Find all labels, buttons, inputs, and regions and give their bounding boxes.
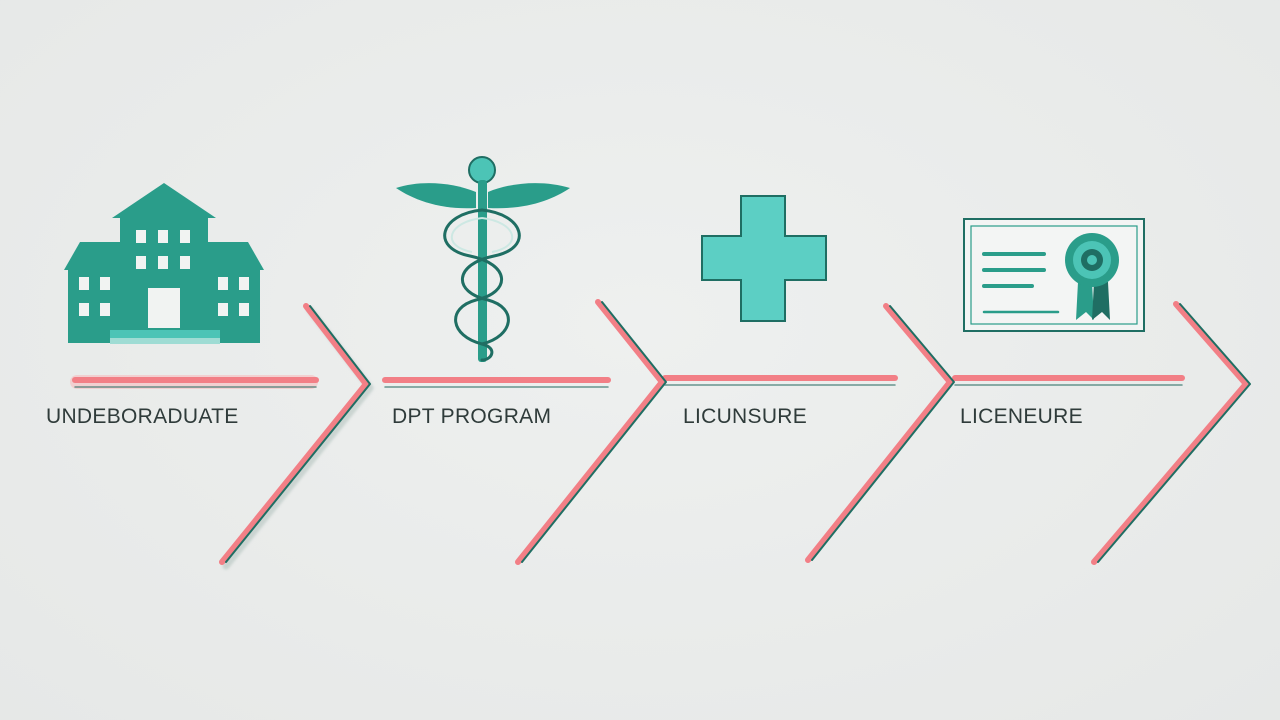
stage-label-licensure: LICUNSURE xyxy=(683,405,808,428)
connector-bar-4 xyxy=(952,375,1185,386)
certificate-icon xyxy=(963,218,1145,332)
caduceus-icon xyxy=(396,156,570,362)
connector-bar-2 xyxy=(382,377,611,388)
stage-label-dpt-program: DPT PROGRAM xyxy=(392,405,552,428)
chevron-arrow-3 xyxy=(805,303,955,563)
connector-bar-1 xyxy=(70,375,319,389)
medical-cross-icon xyxy=(701,195,827,322)
school-building-icon xyxy=(64,183,264,344)
chevron-arrow-1 xyxy=(219,303,374,570)
chevron-arrow-2 xyxy=(515,299,667,565)
connector-bar-3 xyxy=(662,375,898,386)
stage-label-licenseure: LICENEURE xyxy=(960,405,1083,428)
chevron-arrow-4 xyxy=(1091,301,1251,565)
stage-label-undergraduate: UNDEBORADUATE xyxy=(46,405,239,428)
